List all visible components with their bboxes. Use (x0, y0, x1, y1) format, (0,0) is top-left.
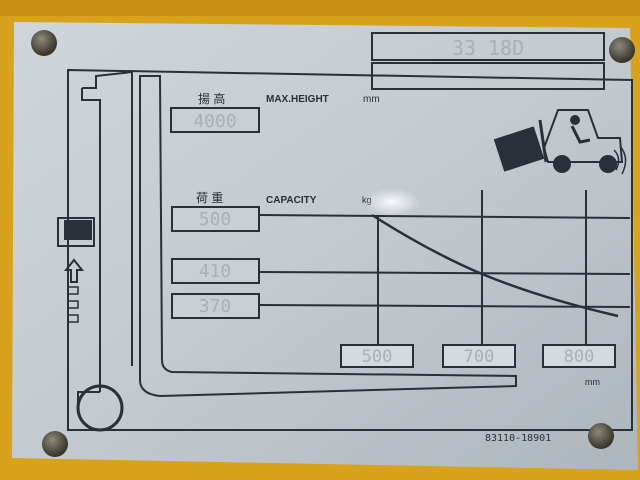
arrow-up-icon (63, 258, 85, 323)
max-height-box (170, 107, 260, 133)
max-height-jp-label: 揚 高 (198, 91, 225, 106)
capacity-curve (371, 213, 619, 318)
capacity-box-1 (171, 206, 260, 232)
capacity-label: CAPACITY (266, 195, 317, 206)
model-box (371, 32, 605, 61)
light-glare (364, 188, 420, 216)
max-height-value: 4000 (193, 111, 236, 132)
capacity-grid (259, 190, 631, 344)
max-height-unit: mm (363, 94, 380, 105)
load-center-3: 800 (564, 347, 595, 367)
bolt-top-right (609, 37, 635, 63)
capacity-value-1: 500 (199, 209, 232, 230)
load-center-box-2 (442, 344, 516, 368)
load-center-2: 700 (464, 347, 495, 367)
load-center-box-3 (542, 344, 616, 368)
capacity-box-3 (171, 293, 260, 319)
model-code: 33 18D (452, 36, 524, 60)
part-number: 83110-18901 (485, 433, 551, 444)
bolt-bottom-left (42, 431, 68, 457)
plate-inner-border (67, 68, 633, 431)
bolt-top-left (31, 30, 57, 56)
serial-box (371, 62, 605, 90)
distance-unit: mm (585, 377, 600, 387)
load-center-box-1 (340, 344, 414, 368)
capacity-jp-label: 荷 重 (196, 191, 223, 205)
load-center-1: 500 (362, 347, 393, 367)
max-height-label: MAX.HEIGHT (266, 94, 329, 105)
fork-outline-icon (76, 70, 517, 432)
forklift-tilt-icon (493, 109, 627, 175)
bolt-bottom-right (588, 423, 614, 449)
capacity-box-2 (171, 258, 260, 284)
capacity-value-3: 370 (199, 296, 232, 317)
load-direction-icon (57, 217, 95, 247)
frame-shadow-top (0, 0, 640, 16)
capacity-value-2: 410 (199, 261, 232, 282)
